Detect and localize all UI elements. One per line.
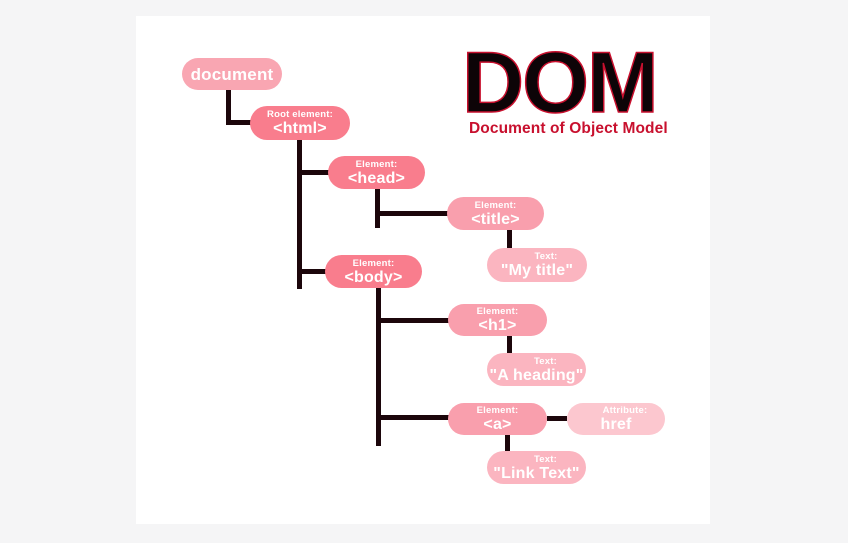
connector-head-vertical	[375, 188, 380, 228]
node-document-label: document	[190, 64, 274, 84]
diagram-canvas: DOM Document of Object Model document Ro…	[136, 16, 710, 524]
node-head-kind-label: Element:	[355, 158, 398, 170]
node-title-kind-label: Element:	[474, 199, 517, 211]
node-body: Element: <body>	[325, 255, 422, 288]
connector-body-vertical	[376, 288, 381, 446]
node-head-name-label: <head>	[347, 169, 406, 187]
dom-subtitle: Document of Object Model	[469, 120, 668, 137]
node-link-text-name-label: "Link Text"	[493, 464, 580, 482]
node-title: Element: <title>	[447, 197, 544, 230]
node-href: Attribute: href	[567, 403, 665, 435]
connector-a-to-href	[547, 416, 567, 421]
node-html-name-label: <html>	[273, 120, 327, 137]
node-h1: Element: <h1>	[448, 304, 547, 336]
node-body-kind-label: Element:	[352, 257, 395, 269]
node-a-heading: Text: "A heading"	[487, 353, 586, 386]
node-my-title: Text: "My title"	[487, 248, 587, 282]
connector-document-horizontal	[226, 120, 252, 125]
connector-html-vertical	[297, 140, 302, 289]
node-a: Element: <a>	[448, 403, 547, 435]
connector-title-branch	[375, 211, 450, 216]
node-document: document	[182, 58, 282, 90]
node-h1-name-label: <h1>	[478, 317, 517, 334]
dom-logo: DOM	[461, 35, 659, 131]
connector-document-vertical	[226, 90, 231, 125]
node-link-text-kind-label: Text:	[534, 453, 557, 465]
node-a-heading-kind-label: Text:	[534, 355, 557, 367]
node-body-name-label: <body>	[344, 268, 403, 286]
connector-title-to-text	[507, 228, 512, 250]
node-html-kind-label: Root element:	[267, 109, 333, 120]
node-a-name-label: <a>	[483, 416, 512, 433]
connector-a-branch	[376, 415, 450, 420]
node-a-kind-label: Element:	[476, 405, 519, 416]
node-my-title-kind-label: Text:	[534, 251, 558, 262]
connector-h1-to-text	[507, 335, 512, 354]
connector-h1-branch	[376, 318, 450, 323]
node-a-heading-name-label: "A heading"	[489, 366, 584, 384]
node-title-name-label: <title>	[471, 210, 520, 228]
node-link-text: Text: "Link Text"	[487, 451, 586, 484]
node-h1-kind-label: Element:	[476, 306, 519, 317]
node-head: Element: <head>	[328, 156, 425, 189]
node-my-title-name-label: "My title"	[500, 262, 574, 279]
node-href-kind-label: Attribute:	[602, 405, 648, 416]
connector-body-branch	[297, 269, 327, 274]
node-html: Root element: <html>	[250, 106, 350, 140]
connector-a-to-text	[505, 433, 510, 452]
node-href-name-label: href	[600, 416, 632, 433]
connector-head-branch	[297, 170, 331, 175]
